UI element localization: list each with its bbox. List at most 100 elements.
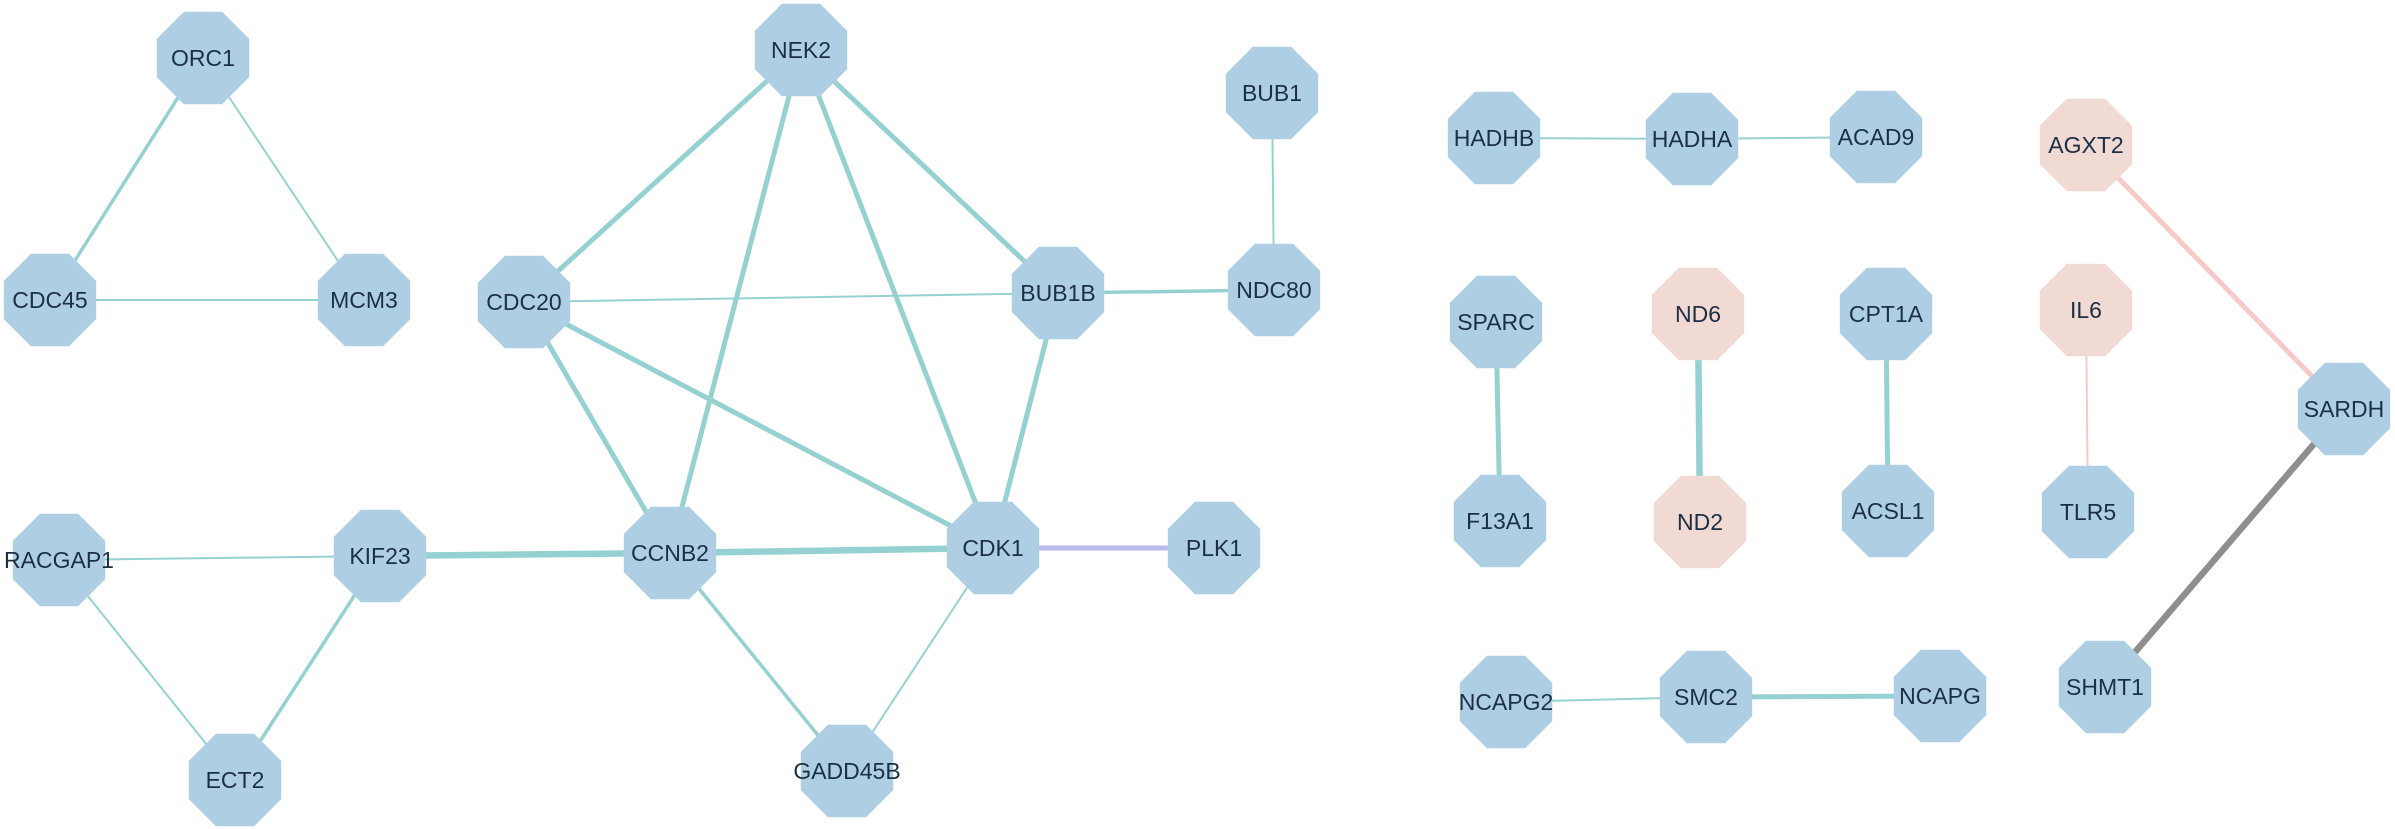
- node-shape: [946, 501, 1040, 595]
- node-orc1[interactable]: ORC1: [156, 11, 250, 105]
- node-agxt2[interactable]: AGXT2: [2039, 98, 2133, 192]
- node-shape: [754, 3, 848, 97]
- node-label: GADD45B: [793, 758, 900, 784]
- node-label: TLR5: [2060, 499, 2116, 525]
- node-shape: [2039, 98, 2133, 192]
- node-label: HADHB: [1454, 125, 1535, 151]
- node-label: SARDH: [2304, 396, 2385, 422]
- node-label: BUB1B: [1020, 280, 1095, 306]
- edge-racgap1-kif23: [58, 555, 381, 561]
- edge-nek2-bub1b: [799, 48, 1060, 295]
- node-shape: [2039, 263, 2133, 357]
- edge-nek2-ccnb2: [667, 49, 804, 554]
- node-shape: [188, 733, 282, 827]
- node-mcm3[interactable]: MCM3: [317, 253, 411, 347]
- node-il6[interactable]: IL6: [2039, 263, 2133, 357]
- node-hadhb[interactable]: HADHB: [1447, 91, 1541, 185]
- node-shape: [1653, 475, 1747, 569]
- node-label: CCNB2: [631, 540, 709, 566]
- node-shape: [1011, 246, 1105, 340]
- node-ndc80[interactable]: NDC80: [1227, 243, 1321, 337]
- node-label: ORC1: [171, 45, 235, 71]
- node-ect2[interactable]: ECT2: [188, 733, 282, 827]
- node-cdc20[interactable]: CDC20: [477, 255, 571, 349]
- node-kif23[interactable]: KIF23: [333, 509, 427, 603]
- node-label: CDC45: [12, 287, 87, 313]
- node-smc2[interactable]: SMC2: [1659, 650, 1753, 744]
- node-cdc45[interactable]: CDC45: [3, 253, 97, 347]
- node-label: CDK1: [962, 535, 1023, 561]
- node-ncapg2[interactable]: NCAPG2: [1459, 655, 1554, 749]
- node-nd6[interactable]: ND6: [1651, 267, 1745, 361]
- node-label: ECT2: [206, 767, 265, 793]
- node-shape: [1227, 243, 1321, 337]
- node-hadha[interactable]: HADHA: [1645, 92, 1739, 186]
- node-label: AGXT2: [2048, 132, 2123, 158]
- edge-agxt2-sardh: [2084, 143, 2346, 411]
- node-label: SMC2: [1674, 684, 1738, 710]
- node-shape: [1659, 650, 1753, 744]
- edge-cdc20-bub1b: [523, 292, 1059, 303]
- node-label: NEK2: [771, 37, 831, 63]
- edge-cdc20-cdk1: [522, 299, 995, 551]
- node-tlr5[interactable]: TLR5: [2041, 465, 2135, 559]
- node-shape: [1459, 655, 1553, 749]
- node-label: ND2: [1677, 509, 1723, 535]
- edge-cdc20-ccnb2: [521, 300, 673, 555]
- node-label: MCM3: [330, 287, 398, 313]
- edges-layer: [48, 48, 2347, 781]
- node-shape: [156, 11, 250, 105]
- node-label: PLK1: [1186, 535, 1242, 561]
- node-label: ND6: [1675, 301, 1721, 327]
- edge-kif23-ccnb2: [379, 549, 671, 560]
- node-shape: [3, 253, 97, 347]
- edge-orc1-mcm3: [202, 57, 365, 301]
- node-label: CDC20: [486, 289, 561, 315]
- node-shape: [2058, 640, 2152, 734]
- node-nek2[interactable]: NEK2: [754, 3, 848, 97]
- node-label: NCAPG2: [1459, 689, 1554, 715]
- node-shape: [623, 506, 717, 600]
- node-ccnb2[interactable]: CCNB2: [623, 506, 717, 600]
- node-gadd45b[interactable]: GADD45B: [793, 724, 901, 818]
- node-shape: [12, 513, 106, 607]
- node-label: HADHA: [1652, 126, 1733, 152]
- node-shape: [1447, 91, 1541, 185]
- node-label: IL6: [2070, 297, 2102, 323]
- node-f13a1[interactable]: F13A1: [1453, 474, 1547, 568]
- node-shape: [1645, 92, 1739, 186]
- node-shape: [1841, 464, 1935, 558]
- node-bub1[interactable]: BUB1: [1225, 46, 1319, 140]
- node-shmt1[interactable]: SHMT1: [2058, 640, 2152, 734]
- node-label: BUB1: [1242, 80, 1302, 106]
- node-shape: [1453, 474, 1547, 568]
- edge-racgap1-ect2: [58, 559, 236, 781]
- node-cpt1a[interactable]: CPT1A: [1839, 267, 1933, 361]
- node-label: NCAPG: [1899, 683, 1981, 709]
- node-shape: [1893, 649, 1987, 743]
- node-acsl1[interactable]: ACSL1: [1841, 464, 1935, 558]
- node-label: KIF23: [349, 543, 410, 569]
- node-cdk1[interactable]: CDK1: [946, 501, 1040, 595]
- node-shape: [1829, 90, 1923, 184]
- node-label: F13A1: [1466, 508, 1534, 534]
- node-shape: [1225, 46, 1319, 140]
- node-acad9[interactable]: ACAD9: [1829, 90, 1923, 184]
- node-sparc[interactable]: SPARC: [1449, 275, 1543, 369]
- node-shape: [317, 253, 411, 347]
- node-shape: [800, 724, 894, 818]
- node-shape: [333, 509, 427, 603]
- node-ncapg[interactable]: NCAPG: [1893, 649, 1987, 743]
- node-bub1b[interactable]: BUB1B: [1011, 246, 1105, 340]
- node-racgap1[interactable]: RACGAP1: [4, 513, 114, 607]
- node-nd2[interactable]: ND2: [1653, 475, 1747, 569]
- node-shape: [2297, 362, 2391, 456]
- edge-ccnb2-gadd45b: [668, 551, 849, 773]
- node-sardh[interactable]: SARDH: [2297, 362, 2391, 456]
- node-shape: [1167, 501, 1261, 595]
- node-plk1[interactable]: PLK1: [1167, 501, 1261, 595]
- node-label: NDC80: [1236, 277, 1311, 303]
- node-label: CPT1A: [1849, 301, 1924, 327]
